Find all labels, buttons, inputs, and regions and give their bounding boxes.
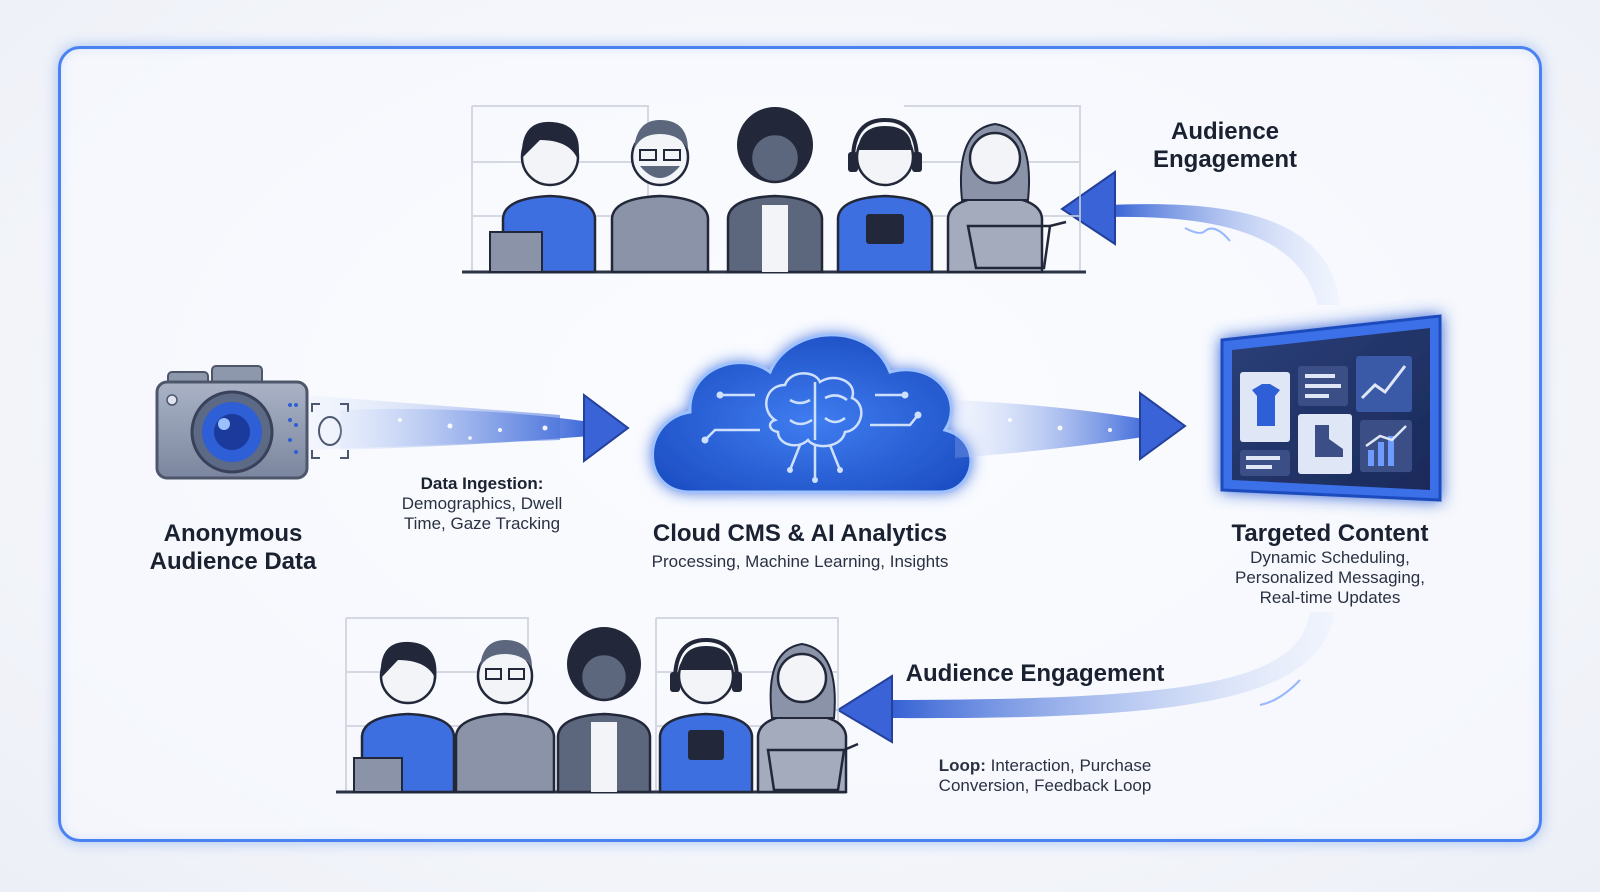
- person-icon: [353, 641, 456, 794]
- loop-line2: Conversion, Feedback Loop: [938, 776, 1152, 795]
- content-label: Targeted Content Dynamic Scheduling, Per…: [1190, 520, 1470, 608]
- person-icon: [454, 640, 556, 794]
- ingestion-line2: Time, Gaze Tracking: [403, 514, 561, 533]
- cloud-label: Cloud CMS & AI Analytics Processing, Mac…: [600, 520, 1000, 572]
- loop-rest: Interaction, Purchase: [985, 756, 1152, 775]
- arrow-engagement-bottom: [836, 612, 1335, 744]
- person-icon: [489, 121, 597, 274]
- person-icon: [836, 117, 934, 274]
- content-line2: Personalized Messaging,: [1235, 568, 1425, 587]
- person-icon: [726, 107, 824, 274]
- engagement-top-line2: Engagement: [1152, 146, 1298, 173]
- ingestion-heading: Data Ingestion:: [420, 474, 544, 493]
- person-icon: [756, 642, 859, 794]
- brain-icon: [704, 372, 919, 480]
- loop-label: Loop: Interaction, Purchase Conversion, …: [900, 756, 1190, 796]
- source-title: Anonymous Audience Data: [118, 520, 348, 576]
- person-icon: [658, 637, 754, 794]
- content-line1: Dynamic Scheduling,: [1250, 548, 1410, 567]
- person-icon: [610, 120, 710, 274]
- engagement-top-line1: Audience: [1170, 118, 1280, 145]
- source-title-line2: Audience Data: [149, 548, 317, 575]
- content-title: Targeted Content: [1231, 520, 1429, 547]
- source-title-line1: Anonymous: [163, 520, 303, 547]
- loop-bold: Loop:: [938, 756, 986, 775]
- arrow-engagement-top: [1060, 170, 1340, 305]
- engagement-bottom-title: Audience Engagement: [905, 660, 1165, 687]
- arrow-ingestion: [340, 393, 630, 463]
- engagement-top-label: Audience Engagement: [1110, 118, 1340, 174]
- ingestion-label: Data Ingestion: Demographics, Dwell Time…: [372, 474, 592, 534]
- content-line3: Real-time Updates: [1259, 588, 1401, 607]
- audience-group-top: [462, 105, 1086, 274]
- ingestion-line1: Demographics, Dwell: [401, 494, 563, 513]
- person-icon: [946, 122, 1067, 274]
- person-icon: [556, 627, 652, 794]
- cloud-title: Cloud CMS & AI Analytics: [652, 520, 948, 547]
- audience-group-bottom: [336, 617, 859, 794]
- cloud-brain-icon: [651, 333, 973, 494]
- arrow-content-delivery: [955, 391, 1187, 461]
- cloud-subtitle: Processing, Machine Learning, Insights: [651, 552, 949, 571]
